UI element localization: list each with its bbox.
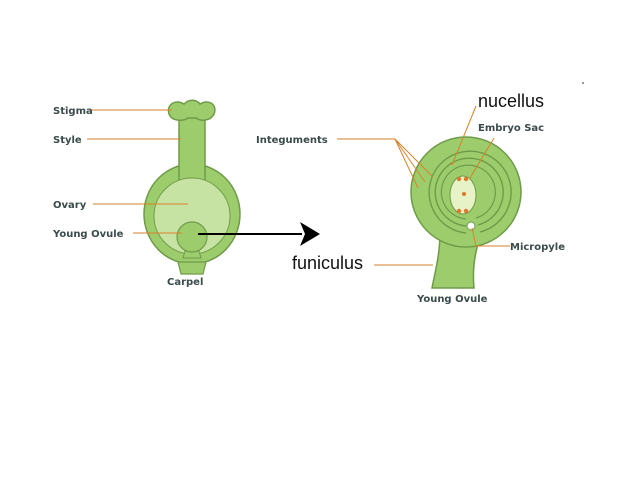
nucellus-label: nucellus (478, 91, 544, 111)
nucellus-leader (451, 105, 477, 166)
young-ovule-shape (176, 221, 208, 253)
integuments-label: Integuments (256, 135, 328, 146)
arrow (198, 222, 320, 246)
embryo-sac-label: Embryo Sac (478, 123, 544, 134)
micropyle-opening (466, 221, 476, 231)
integument-outer (428, 150, 512, 234)
integuments-leader-2 (394, 138, 426, 183)
nucleus-top-left (456, 176, 462, 182)
stigma-shape (167, 99, 216, 121)
nucleus-bottom-right (463, 208, 469, 214)
style-label: Style (53, 135, 82, 146)
integument-inner (434, 157, 504, 227)
style-shape (178, 114, 206, 186)
young-ovule-caption: Young Ovule (416, 294, 488, 305)
nucleus-top-right (463, 176, 469, 182)
funiculus-label: funiculus (292, 253, 363, 273)
nucleus-center (462, 192, 466, 196)
integuments-leader-3 (394, 138, 419, 189)
nucleus-bottom-left (456, 208, 462, 214)
embryo-sac-leader (469, 137, 495, 179)
young-ovule-label: Young Ovule (52, 229, 124, 240)
arrow-head (300, 222, 320, 246)
micropyle-label: Micropyle (510, 242, 565, 253)
ovary-label: Ovary (53, 200, 87, 211)
stigma-label: Stigma (53, 106, 93, 117)
carpel-caption: Carpel (167, 277, 203, 288)
ovule-figure: Integuments nucellus Embryo Sac Micropyl… (256, 91, 565, 305)
integument-third (440, 164, 496, 220)
carpel-figure: Stigma Style Ovary Young Ovule Carpel (52, 99, 241, 288)
ovary-base (177, 261, 207, 275)
micropyle-leader (471, 227, 510, 247)
